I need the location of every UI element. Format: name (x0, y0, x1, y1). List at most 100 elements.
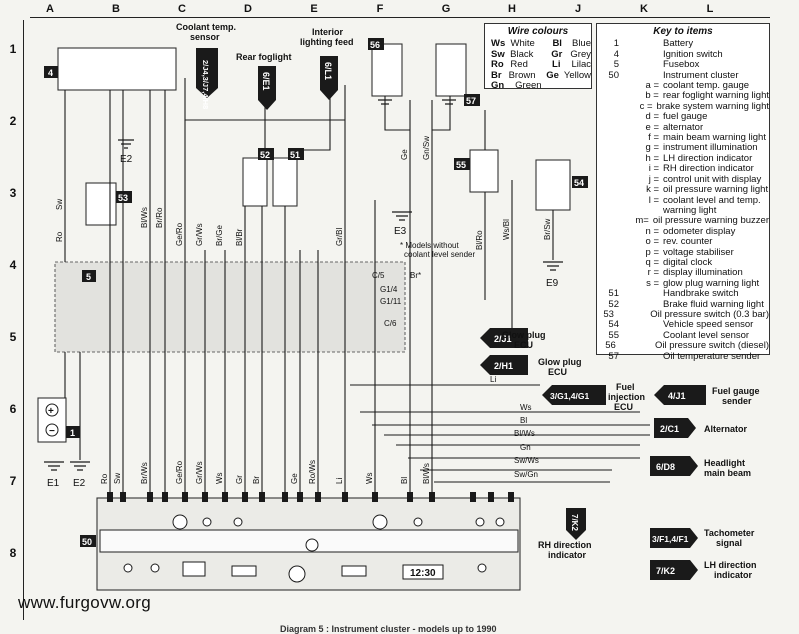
watermark: www.furgovw.org (18, 593, 151, 612)
key-item: f = main beam warning light (597, 132, 769, 144)
rev-counter-o (288, 565, 306, 583)
label-rear-foglight: Rear foglight (236, 52, 292, 62)
label-tacho-1: Tachometer (704, 528, 755, 538)
label-glow-2b: ECU (548, 367, 567, 377)
key-item-num (597, 175, 625, 185)
svg-text:Sw/Ws: Sw/Ws (514, 456, 539, 465)
label-interior-2: lighting feed (300, 37, 354, 47)
key-item-sub: g = (645, 142, 659, 154)
wire-colour-name2: Lilac (571, 59, 591, 71)
key-item-text: warning light (663, 204, 717, 216)
note-models-2: coolant level sender (404, 250, 475, 259)
label-alternator: Alternator (704, 424, 748, 434)
grid-row-6: 6 (9, 402, 17, 416)
clock-display: 12:30 (410, 568, 436, 579)
fuel-gauge-d (372, 514, 388, 530)
speed-sensor-54 (535, 159, 571, 211)
svg-text:C/6: C/6 (384, 319, 397, 328)
glow-plug-light-s (305, 538, 319, 552)
key-item-text: Instrument cluster (663, 69, 739, 81)
ground-symbol-57 (442, 99, 456, 105)
key-item-sub: h = (645, 152, 659, 164)
ref-arrow-rh-dir (566, 508, 586, 540)
ref-arrow-glow2 (480, 355, 528, 375)
ref-text-coolant: 2/J4,3/J7,4/H8 (201, 60, 210, 109)
key-item-num: 57 (608, 350, 619, 362)
key-item: b =rear foglight warning light (597, 90, 769, 102)
tag-57: 57 (466, 96, 476, 106)
oil-temp-57 (435, 43, 467, 97)
key-item: a =coolant temp. gauge (597, 80, 769, 92)
svg-text:Bl/Ws: Bl/Ws (140, 207, 149, 228)
key-item-num (597, 112, 625, 122)
wire-colour-name: Red (510, 59, 528, 71)
key-item-sub: f = (648, 132, 659, 144)
svg-text:Sw/Gn: Sw/Gn (514, 470, 538, 479)
key-item-sub (625, 39, 663, 49)
coolant-gauge-a (172, 514, 188, 530)
ground-symbol-e3 (392, 211, 412, 221)
brake-fluid-52 (242, 157, 268, 207)
tag-1: 1 (70, 428, 75, 438)
ground-e9-label: E9 (546, 278, 559, 289)
key-item-text: main beam warning light (663, 132, 766, 144)
grid-column-e: E (310, 3, 318, 15)
key-item-sub: d = (645, 111, 659, 123)
tag-50: 50 (82, 537, 92, 547)
wire-colour-abbr: Ws (491, 38, 506, 50)
label-fuel-ecu-3: ECU (614, 402, 633, 412)
ground-e3-label: E3 (394, 226, 407, 237)
warning-light-i (495, 517, 505, 527)
svg-text:Ro: Ro (55, 231, 64, 242)
key-item: p =voltage stabiliser (597, 247, 769, 258)
key-item: o =rev. counter (597, 236, 769, 247)
key-item-sub: i = (648, 163, 659, 175)
label-coolant-2: sensor (190, 32, 220, 42)
label-fuel-ecu-1: Fuel (616, 382, 635, 392)
key-item-sub: n = (645, 225, 659, 237)
ground-symbol-e2b (70, 461, 90, 471)
svg-text:Li: Li (490, 375, 496, 384)
tag-56: 56 (370, 40, 380, 50)
key-item-sub: a = (645, 80, 659, 92)
label-glow-1: Glow plug (502, 330, 546, 340)
wire-colour-abbr2: Li (552, 59, 561, 71)
svg-text:Sw: Sw (113, 473, 122, 484)
key-item-num: 4 (613, 48, 619, 60)
ref-arrow-lh-dir (650, 560, 698, 580)
warning-light-k (123, 563, 133, 573)
svg-text:C/5: C/5 (372, 271, 385, 280)
key-item: i =RH direction indicator (597, 163, 769, 175)
ref-text-interior: 6/L1 (323, 62, 333, 80)
key-item-sub: b = (645, 90, 659, 102)
key-item-num (597, 196, 625, 206)
key-item-sub (625, 320, 663, 330)
key-item-num: 51 (608, 288, 619, 300)
key-item: m=oil pressure warning buzzer (597, 215, 769, 226)
key-item-text: Oil temperature sender (663, 350, 761, 362)
tag-55: 55 (456, 160, 466, 170)
key-item-text: Fusebox (663, 59, 700, 71)
wire-colour-abbr2: Bl (552, 38, 562, 50)
tag-53: 53 (118, 193, 128, 203)
warning-light-h (475, 517, 485, 527)
key-item-text: Handbrake switch (663, 288, 739, 300)
key-item-sub: s = (646, 277, 659, 289)
label-lh-dir-2: indicator (714, 570, 753, 580)
svg-text:Bl/Br: Bl/Br (235, 228, 244, 246)
key-item-text: brake system warning light (656, 100, 769, 112)
label-tacho-2: signal (716, 538, 742, 548)
label-rh-dir-2: indicator (548, 550, 587, 560)
label-fuel-ecu-2: injection (608, 392, 645, 402)
key-item-num: 56 (605, 340, 616, 352)
svg-text:Gr: Gr (235, 475, 244, 484)
key-item-num (597, 227, 625, 237)
ref-text-tacho: 3/F1,4/F1 (652, 534, 689, 544)
key-item-sub (620, 310, 650, 320)
tag-54: 54 (574, 178, 584, 188)
